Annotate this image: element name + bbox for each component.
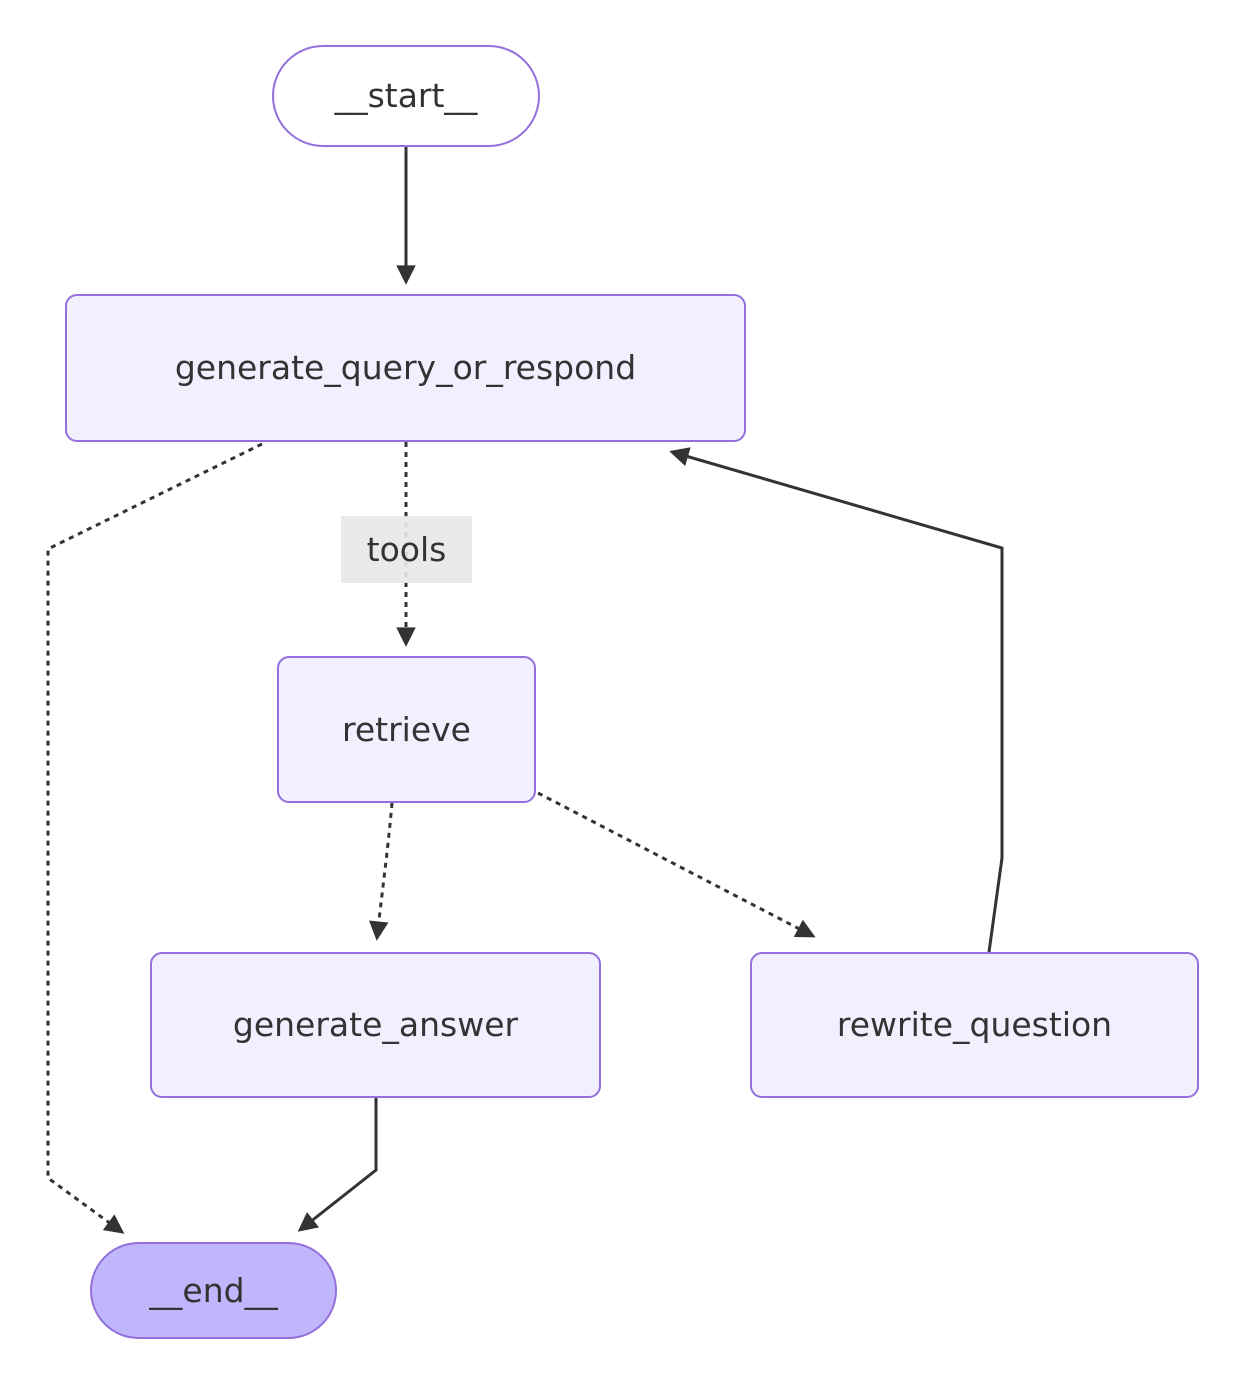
- node-generate-query-or-respond-label: generate_query_or_respond: [174, 348, 637, 388]
- edge-retrieve-to-generate-answer: [369, 802, 394, 941]
- node-rewrite-question: rewrite_question: [750, 952, 1199, 1098]
- node-end-label: __end__: [149, 1270, 278, 1310]
- node-generate-answer-label: generate_answer: [232, 1005, 519, 1045]
- node-generate-query-or-respond: generate_query_or_respond: [65, 294, 746, 442]
- node-retrieve-label: retrieve: [342, 709, 471, 749]
- edge-rewrite-question-to-generate-query-or-respond: [669, 447, 1004, 953]
- node-retrieve: retrieve: [277, 656, 536, 803]
- node-start: __start__: [272, 45, 540, 147]
- edge-generate-query-or-respond-to-end: [46, 442, 263, 1234]
- node-end: __end__: [90, 1242, 337, 1339]
- edge-retrieve-to-rewrite-question: [537, 791, 816, 938]
- node-start-label: __start__: [334, 76, 478, 116]
- node-generate-answer: generate_answer: [150, 952, 601, 1098]
- edge-label-tools: tools: [341, 516, 472, 583]
- node-rewrite-question-label: rewrite_question: [836, 1005, 1113, 1045]
- edge-generate-answer-to-end: [297, 1098, 378, 1232]
- edge-label-tools-text: tools: [366, 530, 447, 569]
